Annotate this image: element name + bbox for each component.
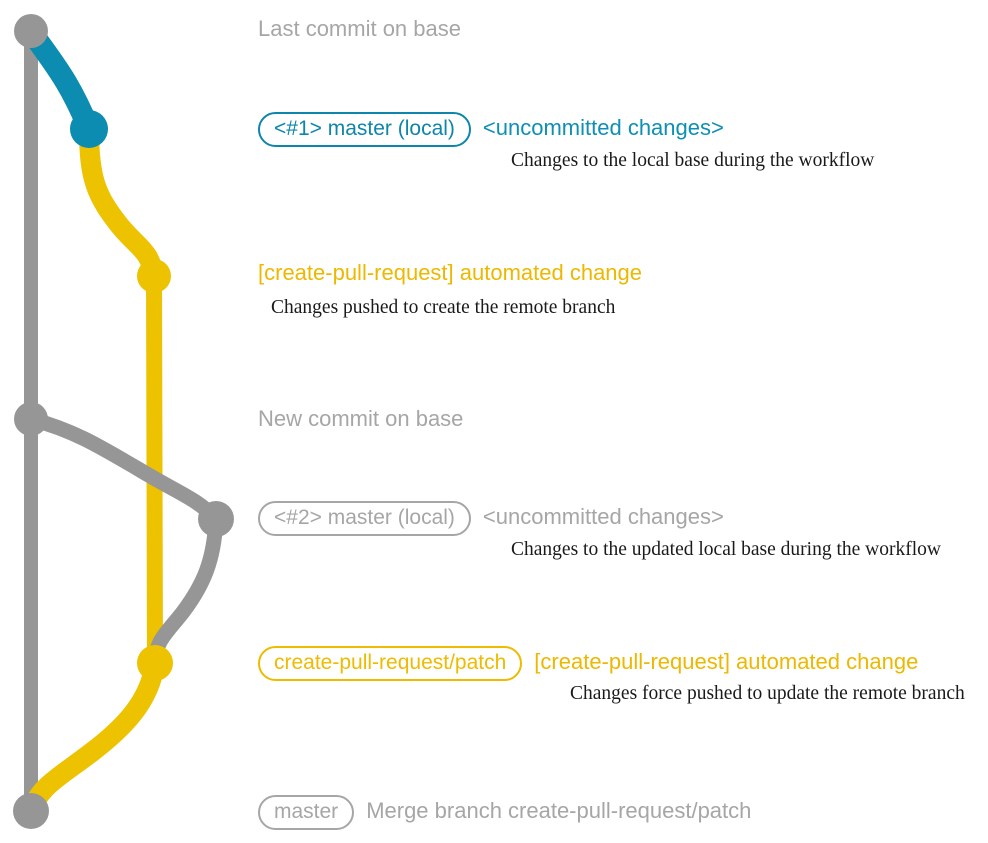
ref-badge-master[interactable]: master [258, 795, 355, 830]
commit-node-uncommitted-changes-1[interactable] [70, 110, 108, 148]
commit-subject-new-commit-on-base: New commit on base [258, 406, 464, 431]
commit-subject-merge-commit: Merge branch create-pull-request/patch [366, 798, 752, 823]
commit-description-uncommitted-changes-2: Changes to the updated local base during… [511, 539, 941, 560]
commit-node-merge-commit[interactable] [13, 793, 49, 829]
edge-remote2-to-merge [21, 653, 165, 821]
commit-entry-merge-commit: master Merge branch create-pull-request/… [258, 795, 751, 830]
commit-node-automated-change-1[interactable] [137, 259, 171, 293]
edge-local1-to-remote1 [79, 119, 164, 286]
commit-entry-new-commit-on-base: New commit on base [258, 408, 463, 430]
ref-badge-master-local-2[interactable]: <#2> master (local) [258, 501, 471, 536]
ref-badge-master-local-1[interactable]: <#1> master (local) [258, 112, 471, 147]
commit-description-uncommitted-changes-1: Changes to the local base during the wor… [511, 150, 875, 171]
ref-badge-create-pull-request-patch[interactable]: create-pull-request/patch [258, 646, 523, 681]
commit-entry-uncommitted-changes-1: <#1> master (local) <uncommitted changes… [258, 112, 724, 147]
commit-description-automated-change-2: Changes force pushed to update the remot… [570, 683, 965, 704]
commit-entry-automated-change-1: [create-pull-request] automated change [258, 262, 642, 284]
commit-node-last-commit-on-base[interactable] [14, 14, 48, 48]
commit-subject-automated-change-2: [create-pull-request] automated change [534, 649, 919, 674]
edge-base2-to-local2 [23, 411, 224, 527]
edge-local2-to-remote2 [147, 511, 224, 671]
commit-entry-automated-change-2: create-pull-request/patch [create-pull-r… [258, 646, 918, 681]
commit-subject-last-commit-on-base: Last commit on base [258, 16, 461, 41]
commit-node-automated-change-2[interactable] [137, 645, 173, 681]
commit-description-automated-change-1: Changes pushed to create the remote bran… [271, 297, 616, 318]
commit-subject-automated-change-1: [create-pull-request] automated change [258, 260, 643, 285]
commit-node-uncommitted-changes-2[interactable] [198, 501, 234, 537]
commit-node-new-commit-on-base[interactable] [14, 402, 48, 436]
commit-subject-uncommitted-changes-2: <uncommitted changes> [482, 504, 724, 529]
commit-entry-last-commit-on-base: Last commit on base [258, 18, 461, 40]
commit-entry-uncommitted-changes-2: <#2> master (local) <uncommitted changes… [258, 501, 724, 536]
commit-subject-uncommitted-changes-1: <uncommitted changes> [482, 115, 724, 140]
edge-remote1-to-remote2 [146, 268, 163, 671]
